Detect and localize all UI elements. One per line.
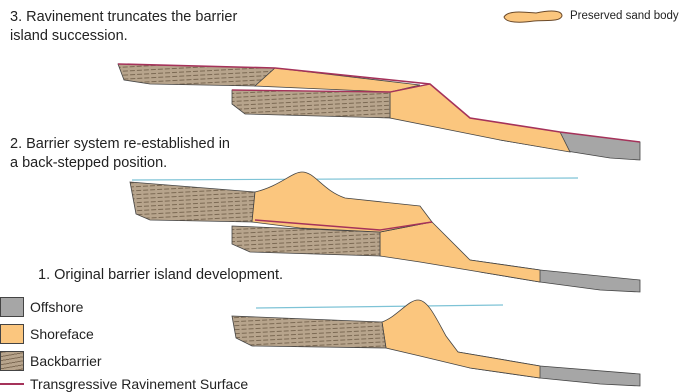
preserved-sand-body-swatch: [500, 7, 566, 25]
offshore-swatch: [0, 297, 24, 317]
stage-1-shoreface: [382, 300, 540, 378]
ravinement-line-swatch: [0, 383, 24, 385]
stage-2-section: [130, 172, 640, 292]
stage-2-upper-backbarrier: [130, 182, 255, 222]
stage-2-lower-shoreface: [380, 222, 540, 282]
legend-shoreface-label: Shoreface: [30, 326, 94, 342]
legend-backbarrier-label: Backbarrier: [30, 353, 102, 369]
stage-3-section: [118, 64, 640, 160]
legend-shoreface: Shoreface: [0, 324, 94, 344]
stage-2-sea-level: [132, 178, 578, 180]
legend-preserved-sand-body: Preserved sand body: [500, 7, 679, 25]
stage-1-sea-level: [256, 305, 503, 308]
legend-ravinement-label: Transgressive Ravinement Surface: [30, 376, 248, 392]
legend-preserved-label: Preserved sand body: [570, 10, 679, 22]
legend-backbarrier: Backbarrier: [0, 351, 102, 371]
stage-3-lower-backbarrier: [232, 90, 390, 118]
stage-1-section: [232, 300, 640, 386]
stage-3-lower-shoreface: [390, 84, 570, 152]
backbarrier-swatch: [0, 351, 24, 371]
shoreface-swatch: [0, 324, 24, 344]
stage-1-backbarrier: [232, 316, 386, 348]
stage-2-upper-shoreface: [252, 172, 432, 232]
legend-offshore: Offshore: [0, 297, 83, 317]
legend-offshore-label: Offshore: [30, 299, 83, 315]
legend-ravinement: Transgressive Ravinement Surface: [0, 376, 248, 392]
